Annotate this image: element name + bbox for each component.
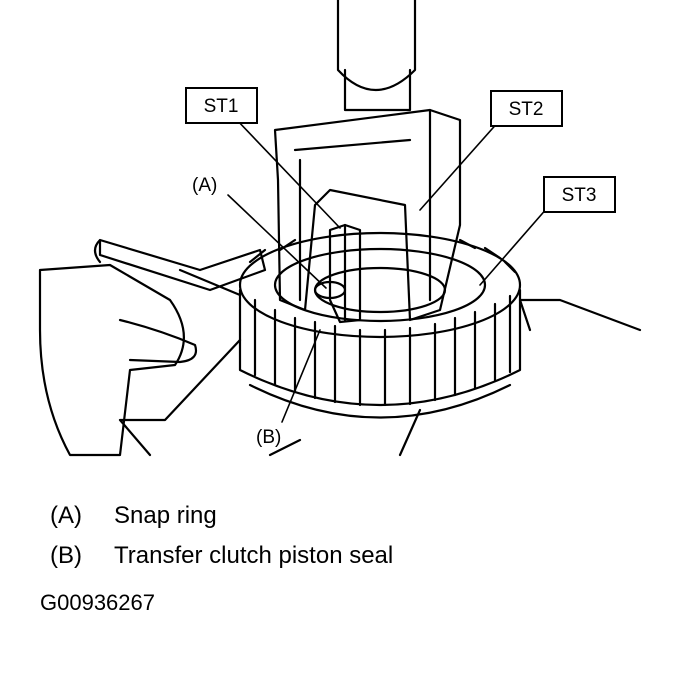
finger	[118, 318, 198, 364]
gear-teeth-top	[248, 238, 517, 274]
st2-tool-body	[273, 108, 462, 322]
legend-key: (B)	[50, 542, 82, 569]
legend-key: (A)	[50, 502, 82, 529]
press-column-lower	[343, 68, 412, 112]
legend-text: Snap ring	[114, 502, 217, 529]
st2-callout-box	[490, 90, 563, 127]
leader-st1	[234, 117, 341, 229]
st2-callout: ST2	[509, 99, 544, 120]
piston-ring	[313, 266, 447, 314]
label-a: (A)	[192, 175, 217, 196]
legend-text: Transfer clutch piston seal	[114, 542, 394, 569]
leader-st3	[479, 206, 549, 286]
pliers	[93, 238, 267, 297]
label-b: (B)	[256, 427, 281, 448]
hand	[38, 263, 185, 457]
bench-outline	[118, 298, 642, 457]
st1-callout-box	[185, 87, 258, 124]
legend-item: (B) Transfer clutch piston seal	[50, 536, 393, 576]
snap-ring	[313, 280, 347, 300]
st2-tool-edge	[293, 108, 432, 302]
leader-b	[281, 329, 321, 423]
transfer-clutch-diagram: ST1 ST2 ST3 (A) (B)	[38, 0, 642, 457]
leader-st2	[419, 119, 501, 211]
gear-drum-body	[238, 288, 522, 407]
figure-id: G00936267	[40, 590, 155, 615]
legend: (A) Snap ring (B) Transfer clutch piston…	[50, 496, 393, 576]
gear-drum-bottom-lip	[248, 383, 512, 419]
press-column	[336, 0, 417, 92]
legend-item: (A) Snap ring	[50, 496, 393, 536]
st3-callout: ST3	[562, 185, 597, 206]
leader-a	[227, 194, 327, 289]
gear-drum-top	[238, 231, 522, 339]
gear-teeth	[253, 294, 512, 407]
st3-callout-box	[543, 176, 616, 213]
st1-callout: ST1	[204, 96, 239, 117]
gear-drum-inner	[273, 247, 487, 323]
